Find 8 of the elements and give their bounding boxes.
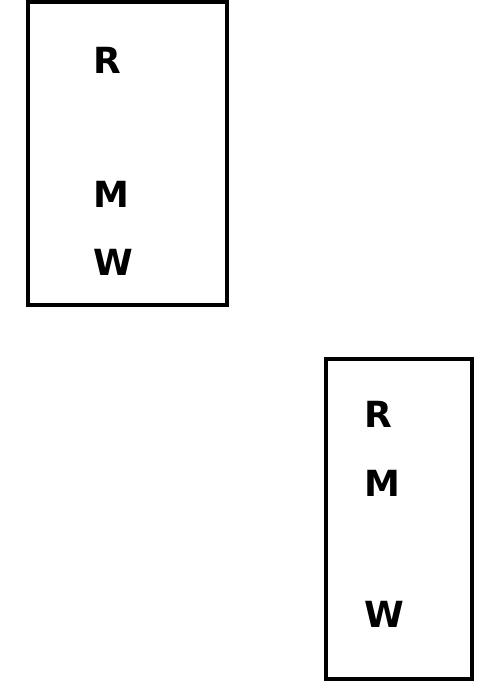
letter-label: M xyxy=(93,176,129,216)
rectangle-box xyxy=(26,0,229,307)
letter-label: R xyxy=(93,42,121,82)
letter-label: M xyxy=(364,465,400,505)
letter-label: W xyxy=(93,244,133,284)
letter-label: R xyxy=(364,396,392,436)
rectangle-box xyxy=(324,357,474,681)
letter-label: W xyxy=(364,596,404,636)
